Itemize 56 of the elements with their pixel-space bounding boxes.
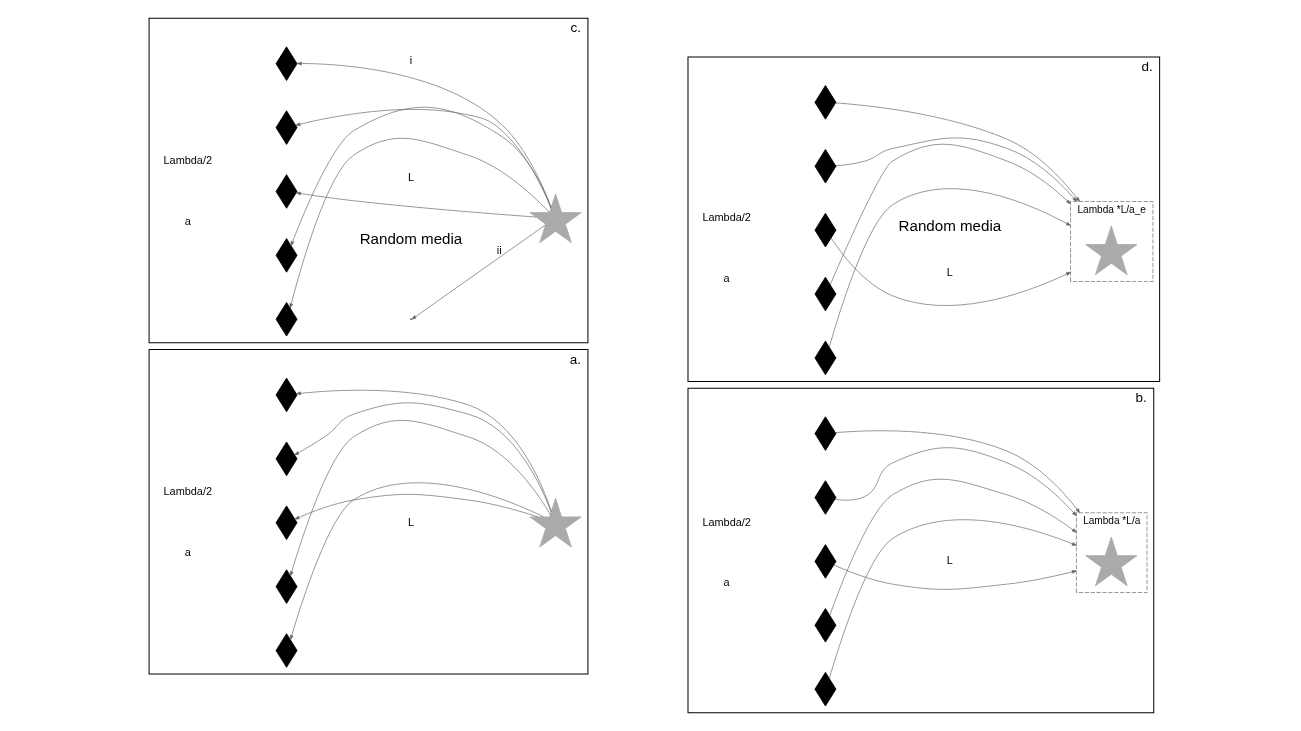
node-diamond: [275, 505, 297, 540]
node-star: [529, 193, 582, 244]
node-diamond: [814, 671, 836, 707]
arrow: [295, 109, 551, 209]
arrow: [828, 519, 1077, 679]
node-diamond: [275, 174, 297, 209]
node-diamond: [814, 416, 836, 451]
label: Lambda/2: [163, 485, 212, 498]
label: a: [723, 271, 730, 284]
arrow: [288, 137, 550, 309]
node-diamond: [814, 149, 836, 184]
arrow: [411, 224, 546, 320]
label: a: [184, 545, 191, 558]
edge-label: i: [409, 54, 412, 67]
label: a: [723, 576, 730, 589]
node-diamond: [814, 85, 836, 120]
node-star: [1084, 225, 1137, 276]
arrow: [834, 430, 1080, 513]
arrow: [295, 191, 536, 218]
label: L: [407, 170, 414, 183]
arrow: [289, 482, 544, 641]
node-star: [1084, 536, 1137, 587]
arrow: [289, 420, 551, 577]
label: Random media: [359, 229, 462, 247]
arrow: [832, 564, 1077, 590]
node-diamond: [814, 276, 836, 312]
label: Random media: [898, 217, 1001, 235]
node-diamond: [275, 377, 297, 413]
arrow: [294, 494, 538, 520]
node-diamond: [814, 544, 836, 579]
node-diamond: [814, 480, 836, 515]
arrow: [830, 237, 1071, 306]
node-diamond: [814, 608, 836, 643]
arrow: [829, 478, 1077, 616]
arrow: [834, 447, 1077, 517]
arrow: [829, 143, 1071, 285]
edge-label: ii: [496, 244, 502, 257]
node-star: [529, 497, 582, 548]
label: L: [946, 554, 953, 567]
label: a: [184, 214, 191, 227]
arrow: [828, 188, 1071, 348]
label: L: [407, 515, 414, 528]
label: Lambda/2: [701, 211, 751, 224]
arrow: [834, 102, 1080, 202]
cluster: Lambda *L/a: [1075, 512, 1148, 593]
label: L: [946, 265, 953, 278]
node-diamond: [275, 46, 297, 81]
arrow: [290, 107, 551, 246]
arrow: [835, 137, 1077, 202]
node-diamond: [814, 212, 836, 248]
arrow: [296, 61, 551, 208]
node-diamond: [814, 340, 836, 376]
label: Lambda/2: [163, 154, 212, 167]
label: Lambda/2: [701, 515, 751, 528]
cluster: Lambda *L/a_e: [1069, 201, 1153, 282]
node-diamond: [275, 110, 297, 145]
